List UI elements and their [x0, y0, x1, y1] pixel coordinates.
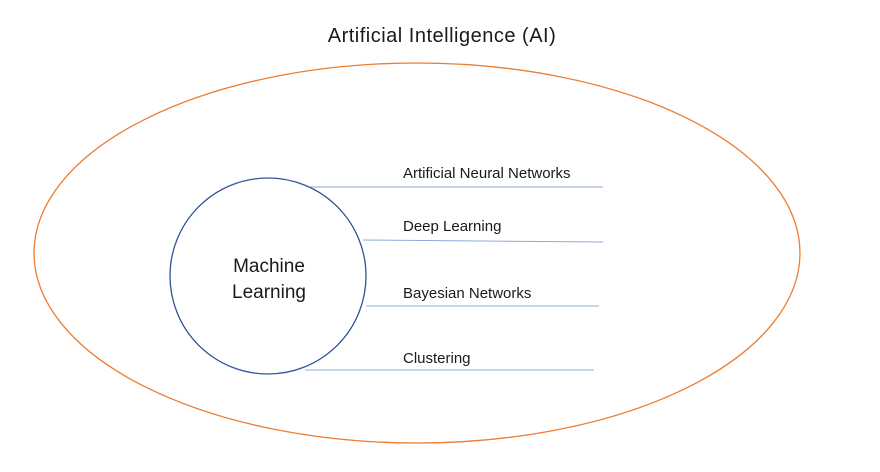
- diagram-title: Artificial Intelligence (AI): [328, 25, 557, 47]
- branch-label-deep-learning: Deep Learning: [403, 218, 501, 235]
- ai-outer-ellipse: [33, 62, 801, 444]
- ml-inner-circle: [169, 177, 367, 375]
- branch-label-ann: Artificial Neural Networks: [403, 165, 571, 182]
- connector-line-deep-learning: [362, 239, 604, 243]
- branch-label-bayesian: Bayesian Networks: [403, 285, 531, 302]
- ml-label-line2: Learning: [232, 282, 306, 303]
- ml-label-line1: Machine: [233, 256, 305, 277]
- branch-label-clustering: Clustering: [403, 350, 471, 367]
